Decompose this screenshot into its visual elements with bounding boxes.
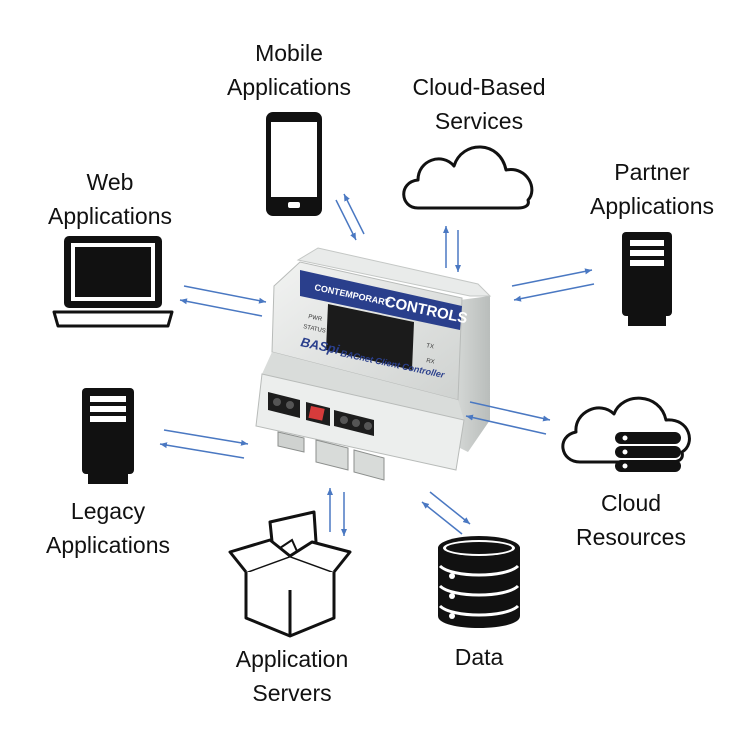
arrow-to-mobile (343, 193, 365, 235)
label-line: Services (434, 108, 524, 134)
server-tower-icon (622, 232, 672, 326)
label-line: Application (235, 646, 349, 672)
led-tx-label: TX (426, 343, 435, 350)
arrow-to-device (513, 283, 595, 302)
laptop-icon (52, 236, 174, 328)
label-line: Applications (45, 532, 171, 558)
baspi-controller-device: CONTEMPORARY CONTROLS PWR STATUS TX RX B… (255, 247, 492, 481)
label-line: Applications (226, 74, 352, 100)
arrow-to-device (421, 501, 463, 535)
arrow-to-partner (511, 268, 593, 287)
led-rx-label: RX (426, 358, 435, 366)
label-line: Resources (576, 524, 686, 550)
label-line: Partner (614, 159, 690, 185)
label-line: Web (86, 169, 134, 195)
led-status-label: STATUS (303, 324, 327, 335)
arrow-to-device (183, 285, 267, 304)
label-mobile-applications: Mobile Applications (214, 36, 364, 104)
label-line: Cloud (600, 490, 662, 516)
label-line: Mobile (255, 40, 323, 66)
label-line: Legacy (70, 498, 146, 524)
arrow-to-cloud-resources (469, 401, 551, 422)
label-line: Data (454, 644, 504, 670)
arrow-to-device (465, 414, 547, 435)
smartphone-icon (266, 112, 322, 216)
label-legacy-applications: Legacy Applications (28, 494, 188, 562)
package-box-icon (228, 510, 352, 638)
led-pwr-label: PWR (308, 314, 324, 323)
label-application-servers: Application Servers (212, 642, 372, 710)
arrow-to-legacy (159, 442, 245, 459)
arrow-to-device (163, 429, 249, 446)
label-cloud-based-services: Cloud-Based Services (394, 70, 564, 138)
label-line: Applications (589, 193, 715, 219)
label-line: Servers (252, 680, 332, 706)
database-icon (438, 536, 520, 628)
label-web-applications: Web Applications (30, 165, 190, 233)
label-line: Cloud-Based (412, 74, 546, 100)
arrow-to-data (429, 491, 471, 525)
cloud-icon (402, 145, 534, 210)
cloud-database-icon (561, 396, 691, 472)
label-cloud-resources: Cloud Resources (556, 486, 706, 554)
connection-arrows (159, 193, 595, 536)
label-line: Applications (47, 203, 173, 229)
label-data: Data (434, 640, 524, 674)
label-partner-applications: Partner Applications (572, 155, 732, 223)
server-tower-icon (82, 388, 134, 484)
arrow-to-device (335, 199, 357, 241)
arrow-to-web (179, 298, 263, 317)
